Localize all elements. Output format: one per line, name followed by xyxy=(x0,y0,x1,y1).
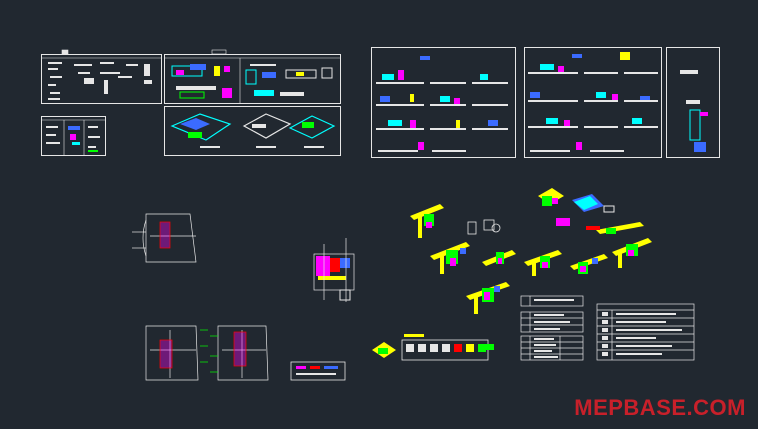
central-elevation xyxy=(313,238,355,302)
watermark-logo: MEPBASE.COM xyxy=(574,395,746,420)
notes-colored-marks xyxy=(68,126,98,152)
symbol-legend-box xyxy=(290,361,346,381)
drawing-sheet-riser[interactable] xyxy=(666,47,720,158)
floor-plan-lower-right xyxy=(210,325,269,381)
drawing-sheet-legend[interactable] xyxy=(41,54,162,104)
legend-content xyxy=(46,62,152,148)
drawing-sheet-details[interactable] xyxy=(164,54,341,104)
drawing-sheet-notes[interactable] xyxy=(41,116,106,156)
isometric-equipment-cluster xyxy=(410,188,652,314)
drawing-sheet-sections-a[interactable] xyxy=(371,47,516,158)
schedule-text xyxy=(534,299,682,358)
floor-plan-upper xyxy=(132,213,197,263)
drawing-sheet-sections-b[interactable] xyxy=(524,47,662,158)
floor-plan-lower-left xyxy=(145,325,208,381)
symbol-strip xyxy=(372,334,494,361)
drawing-sheet-isometrics[interactable] xyxy=(164,106,341,156)
sections-content xyxy=(376,52,708,152)
details-content xyxy=(171,64,333,99)
schedule-tables xyxy=(520,295,695,361)
isometric-content xyxy=(170,113,336,148)
